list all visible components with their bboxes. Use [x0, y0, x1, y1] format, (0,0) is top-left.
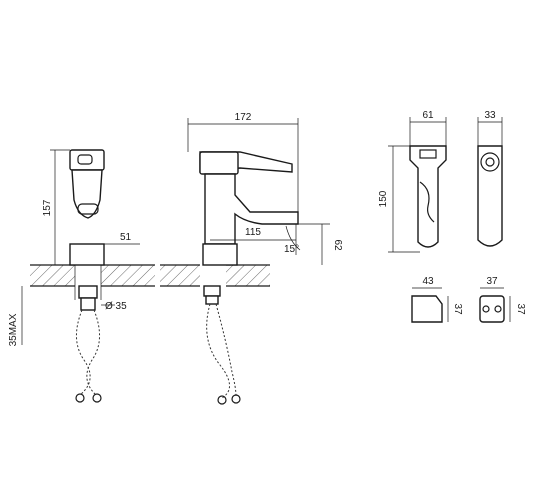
front-mount-nut: [78, 285, 98, 299]
dim-front-height: 157: [42, 199, 53, 216]
dim-spout-angle: 15°: [284, 244, 299, 255]
holder-side: 43 37: [411, 276, 463, 323]
front-hose-left: [76, 309, 91, 396]
dim-holder-height: 37: [452, 303, 463, 315]
front-handle: [69, 149, 105, 171]
holder-side-body: [411, 295, 443, 323]
dim-hole-diameter: Ø 35: [105, 301, 127, 312]
sprayer-side-body: [477, 145, 503, 247]
dim-holder2-width: 37: [486, 276, 498, 287]
dim-side-reach: 115: [245, 227, 261, 238]
side-body: [204, 173, 299, 245]
dim-sprayer-depth: 33: [484, 110, 496, 121]
sprayer-body: [409, 145, 447, 248]
dim-front-spout-offset: 51: [120, 232, 132, 243]
dim-holder-width: 43: [422, 276, 434, 287]
dim-sprayer-width: 61: [422, 110, 434, 121]
holder-front-body: [479, 295, 505, 323]
sprayer-front: 61 150: [378, 110, 447, 253]
side-hose: [206, 303, 230, 399]
dim-side-length: 172: [235, 112, 252, 123]
dim-holder2-height: 37: [515, 303, 526, 315]
side-view: 172 115 15° 62: [160, 112, 343, 405]
front-view: 157 51 Ø 35 35MAX: [8, 149, 155, 403]
front-body: [71, 169, 103, 219]
dim-spout-height: 62: [332, 239, 343, 251]
holder-front: 37 37: [479, 276, 526, 323]
dim-max-thickness: 35MAX: [8, 313, 19, 346]
sprayer-side: 33: [477, 110, 503, 247]
dim-sprayer-height: 150: [378, 190, 389, 207]
